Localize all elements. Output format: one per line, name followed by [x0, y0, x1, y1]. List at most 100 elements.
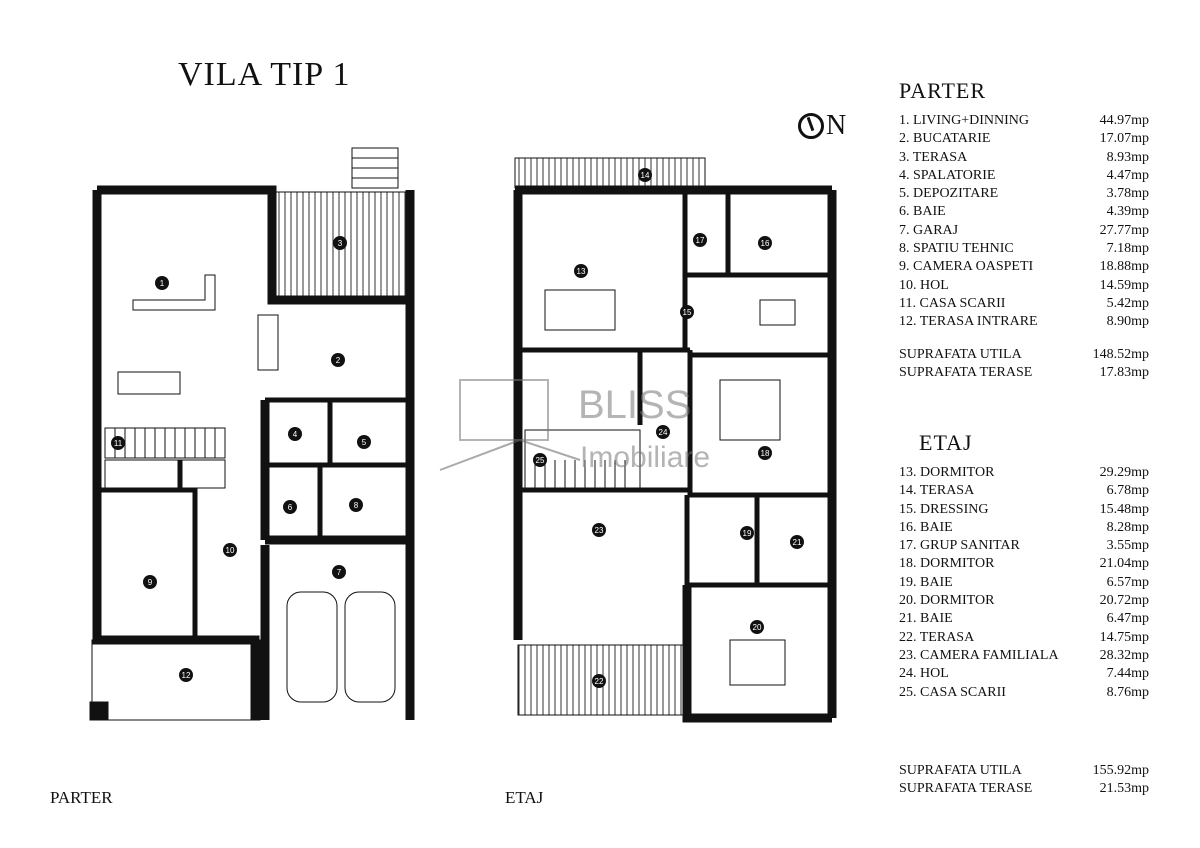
legend-row: 6BAIE 4.39mp [899, 203, 1149, 221]
legend-row: 5DEPOZITARE3.78mp [899, 185, 1149, 203]
room-name: CAMERA OASPETI [913, 259, 1034, 275]
room-name: DORMITOR [920, 465, 995, 480]
legend-row: 7GARAJ27.77mp [899, 222, 1149, 240]
room-marker-number: 22 [595, 677, 604, 686]
parter-plan [89, 147, 415, 721]
room-name: BAIE [913, 204, 946, 220]
room-name: DORMITOR [920, 593, 995, 609]
total-name: SUPRAFATA TERASE [899, 781, 1033, 797]
room-marker [111, 436, 125, 450]
room-label: 2BUCATARIE [899, 130, 990, 148]
room-number: 12 [899, 314, 920, 329]
room-marker [758, 236, 772, 250]
room-area: 15.48mp [1099, 501, 1149, 517]
room-marker-number: 5 [362, 438, 367, 447]
room-area: 8.28mp [1106, 519, 1149, 535]
room-area: 3.55mp [1106, 538, 1149, 554]
room-marker-number: 15 [683, 308, 692, 317]
legend-row: 18DORMITOR 21.04mp [899, 555, 1149, 573]
room-marker-number: 10 [226, 546, 235, 555]
room-label: 6BAIE [899, 203, 946, 221]
legend-row: 23CAMERA FAMILIALA 28.32mp [899, 647, 1149, 665]
room-marker [331, 353, 345, 367]
room-number: 8 [899, 241, 913, 256]
room-label: 16BAIE [899, 519, 953, 537]
room-area: 18.88mp [1099, 259, 1149, 275]
room-marker [333, 236, 347, 250]
room-marker [332, 565, 346, 579]
room-number: 22 [899, 630, 920, 645]
room-name: HOL [920, 277, 949, 293]
parter-legend: PARTER 1LIVING+DINNING44.97mp2BUCATARIE1… [899, 78, 1149, 382]
legend-row: 15DRESSING15.48mp [899, 501, 1149, 519]
room-markers: 1234567891011121314151617181920212223242… [111, 168, 804, 688]
room-name: BAIE [920, 611, 953, 627]
room-area: 7.18mp [1106, 241, 1149, 257]
room-marker [155, 276, 169, 290]
stairs-parter [104, 427, 226, 489]
room-name: BUCATARIE [913, 131, 991, 147]
sheet-title: VILA TIP 1 [178, 56, 351, 93]
room-number: 2 [899, 131, 913, 146]
room-area: 28.32mp [1099, 647, 1149, 663]
room-label: 11CASA SCARII [899, 295, 1005, 313]
room-label: 9CAMERA OASPETI [899, 258, 1033, 276]
room-number: 19 [899, 575, 920, 590]
room-area: 8.93mp [1106, 149, 1149, 165]
room-marker-number: 4 [293, 430, 298, 439]
room-number: 14 [899, 483, 920, 498]
room-marker [758, 446, 772, 460]
svg-text:BLISS: BLISS [578, 383, 691, 427]
room-marker [740, 526, 754, 540]
room-area: 3.78mp [1106, 186, 1149, 202]
room-marker-number: 9 [148, 578, 153, 587]
room-marker [288, 427, 302, 441]
room-area: 14.75mp [1099, 629, 1149, 645]
total-area: 17.83mp [1099, 364, 1149, 380]
etaj-legend: ETAJ 13DORMITOR29.29mp14TERASA6.78mp15DR… [899, 430, 1149, 798]
room-number: 7 [899, 223, 913, 238]
room-area: 6.47mp [1106, 611, 1149, 627]
room-number: 23 [899, 648, 920, 663]
legend-row: 20DORMITOR20.72mp [899, 592, 1149, 610]
room-name: TERASA [919, 629, 975, 645]
legend-row: 2BUCATARIE17.07mp [899, 130, 1149, 148]
bliss-imobiliare-watermark: BLISS Imobiliare [439, 379, 710, 474]
room-marker [638, 168, 652, 182]
room-label: 18DORMITOR [899, 555, 994, 573]
total-name: SUPRAFATA UTILA [899, 346, 1022, 362]
room-marker-number: 8 [354, 501, 359, 510]
etaj-plan [513, 157, 837, 723]
room-marker-number: 24 [659, 428, 668, 437]
room-number: 17 [899, 538, 920, 553]
room-marker-number: 1 [160, 279, 165, 288]
legend-row: 19BAIE6.57mp [899, 574, 1149, 592]
room-area: 21.04mp [1099, 556, 1149, 572]
room-name: HOL [920, 666, 949, 682]
room-area: 4.39mp [1106, 204, 1149, 220]
room-number: 6 [899, 204, 913, 219]
room-label: 19BAIE [899, 574, 953, 592]
room-area: 8.90mp [1106, 314, 1149, 330]
room-label: 20DORMITOR [899, 592, 994, 610]
room-number: 4 [899, 168, 913, 183]
room-name: CAMERA FAMILIALA [920, 647, 1059, 663]
room-label: 14TERASA [899, 482, 974, 500]
room-label: 23CAMERA FAMILIALA [899, 647, 1059, 665]
room-marker [349, 498, 363, 512]
room-number: 18 [899, 556, 920, 571]
room-marker-number: 20 [753, 623, 762, 632]
total-area: 21.53mp [1099, 781, 1149, 797]
total-name: SUPRAFATA UTILA [899, 762, 1022, 778]
room-number: 13 [899, 465, 920, 480]
room-number: 10 [899, 278, 920, 293]
room-number: 16 [899, 520, 920, 535]
room-marker [592, 674, 606, 688]
room-number: 11 [899, 296, 919, 311]
room-marker [283, 500, 297, 514]
parter-legend-heading: PARTER [899, 78, 987, 103]
room-marker-number: 3 [338, 239, 343, 248]
